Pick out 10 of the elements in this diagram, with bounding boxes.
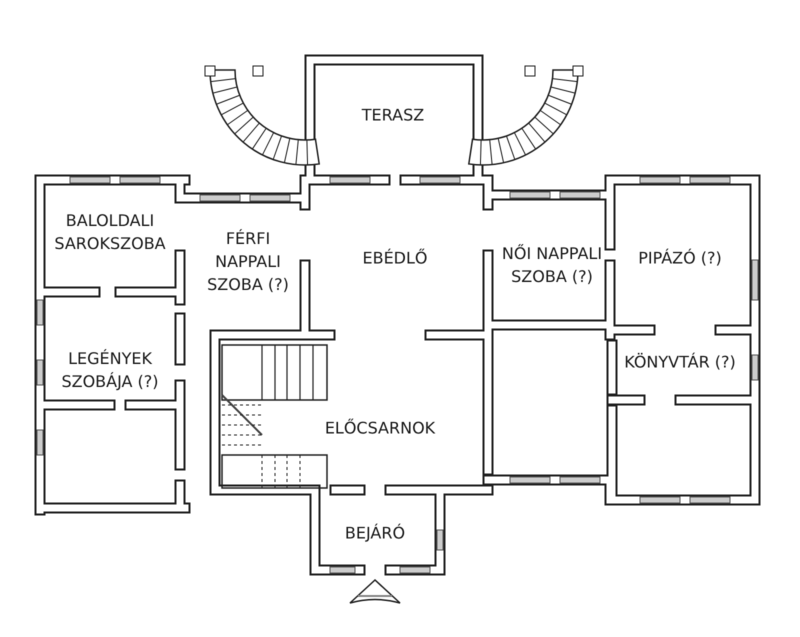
room-name: EBÉDLŐ [335, 246, 455, 270]
room-name: ELŐCSARNOK [310, 416, 450, 440]
room-name: FÉRFI NAPPALI SZOBA (?) [200, 227, 296, 297]
room-name: PIPÁZÓ (?) [620, 246, 740, 270]
room-name: BEJÁRÓ [325, 521, 425, 545]
room-name: TERASZ [333, 103, 453, 127]
room-name: LEGÉNYEK SZOBÁJA (?) [50, 346, 170, 394]
room-name: KÖNYVTÁR (?) [618, 350, 742, 374]
room-name: NŐI NAPPALI SZOBA (?) [490, 242, 614, 288]
room-name: BALOLDALI SAROKSZOBA [45, 208, 175, 256]
